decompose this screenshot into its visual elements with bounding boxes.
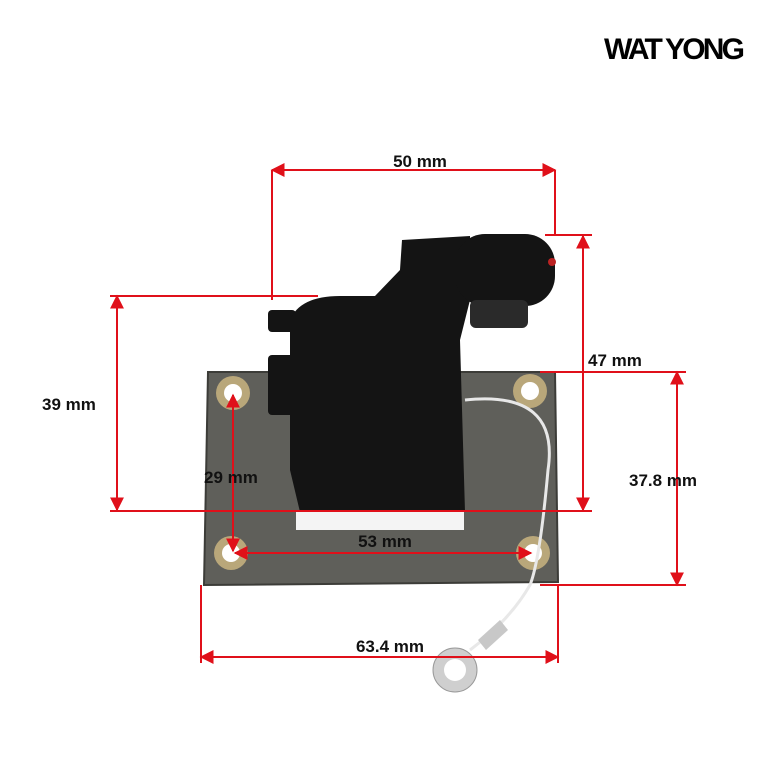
ignition-coil-body xyxy=(268,234,556,512)
dim-label-hole-horizontal: 53 mm xyxy=(358,532,412,551)
dim-label-plate-height: 37.8 mm xyxy=(629,471,697,490)
dimension-lines xyxy=(110,163,686,664)
brand-logo: WAT YONG xyxy=(604,33,745,66)
dim-label-left-height: 39 mm xyxy=(42,395,96,414)
grommet-icon xyxy=(513,374,547,408)
dim-label-plate-width: 63.4 mm xyxy=(356,637,424,656)
dim-label-right-height: 47 mm xyxy=(588,351,642,370)
dim-label-hole-vertical: 29 mm xyxy=(204,468,258,487)
dim-label-top-width: 50 mm xyxy=(393,152,447,171)
